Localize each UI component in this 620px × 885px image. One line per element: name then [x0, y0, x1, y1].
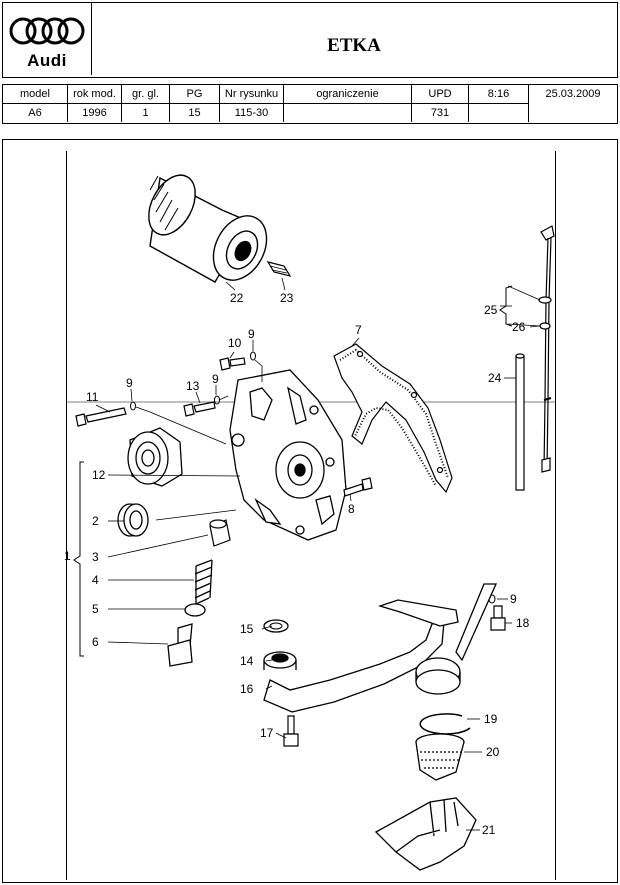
oil-pickup-pipe — [263, 583, 498, 713]
callout-10: 10 — [228, 336, 242, 350]
col-label: rok mod. — [73, 88, 116, 100]
header-panel: Audi ETKA — [2, 2, 618, 78]
col-value: 1996 — [82, 107, 107, 119]
bolt-8 — [343, 477, 373, 497]
time-value: 8:16 — [487, 88, 510, 100]
col-label: UPD — [428, 88, 452, 100]
callout-21: 21 — [482, 823, 496, 837]
col-label: PG — [186, 88, 203, 100]
callout-14: 14 — [240, 654, 254, 668]
callout-3: 3 — [92, 550, 99, 564]
drawing-area — [66, 151, 556, 880]
callout-1: 1 — [64, 549, 71, 563]
callout-25: 25 — [484, 303, 498, 317]
callout-19: 19 — [484, 712, 498, 726]
baffle-plate — [374, 797, 477, 871]
washer — [184, 603, 206, 617]
plug — [209, 519, 231, 547]
callout-23: 23 — [280, 291, 294, 305]
group-bracket-1 — [73, 461, 84, 657]
callout-26: 26 — [512, 320, 526, 334]
callout-22: 22 — [230, 291, 244, 305]
callout-20: 20 — [486, 745, 500, 759]
date-value: 25.03.2009 — [545, 88, 601, 100]
callout-18: 18 — [516, 616, 530, 630]
rotor-gear — [127, 427, 183, 487]
oil-seal — [117, 503, 149, 537]
col-label: Nr rysunku — [224, 88, 279, 100]
dipstick-tube — [515, 353, 525, 491]
brand-logo: Audi — [3, 3, 92, 75]
threaded-stud — [266, 261, 292, 277]
bolt-10 — [219, 357, 246, 371]
callout-4: 4 — [92, 573, 99, 587]
info-table: model A6 rok mod. 1996 gr. gl. 1 PG 15 N… — [2, 84, 618, 124]
callout-16: 16 — [240, 682, 254, 696]
o-ring-15-inner — [269, 622, 283, 630]
col-value: 1 — [142, 107, 149, 119]
callout-9-top: 9 — [248, 327, 255, 341]
gasket — [333, 343, 453, 494]
bolt-18 — [490, 605, 506, 631]
callout-17: 17 — [260, 726, 274, 740]
callout-7: 7 — [355, 323, 362, 337]
callout-12: 12 — [92, 468, 106, 482]
audi-rings-icon — [9, 17, 85, 45]
callout-11: 11 — [86, 390, 99, 404]
callout-9-mid: 9 — [212, 372, 219, 386]
oil-pump-housing — [229, 369, 347, 541]
bolt-13 — [183, 401, 216, 417]
callout-9-left: 9 — [126, 376, 133, 390]
brand-name: Audi — [27, 51, 67, 70]
flange-14 — [263, 651, 297, 670]
callout-5: 5 — [92, 602, 99, 616]
group-bracket-25 — [499, 285, 513, 327]
col-value: 731 — [430, 107, 450, 119]
callout-8: 8 — [348, 502, 355, 516]
callout-13: 13 — [186, 379, 200, 393]
page-title: ETKA — [327, 35, 381, 56]
col-value: 15 — [188, 107, 201, 119]
valve-plunger — [167, 623, 193, 667]
circlip — [419, 713, 471, 735]
callout-15: 15 — [240, 622, 254, 636]
bolt-17 — [283, 715, 299, 747]
oil-strainer — [415, 733, 465, 781]
leader-lines — [95, 277, 541, 831]
callout-9-right: 9 — [510, 592, 517, 606]
info-divider — [3, 103, 529, 104]
col-value: A6 — [28, 107, 42, 119]
bolt-11 — [75, 407, 127, 427]
oil-filter — [148, 174, 268, 283]
col-value: 115-30 — [234, 107, 269, 119]
col-label: model — [20, 88, 50, 100]
col-label: ograniczenie — [316, 88, 379, 100]
drawing-frame — [2, 139, 618, 883]
date-cell: 25.03.2009 — [529, 85, 617, 122]
callout-6: 6 — [92, 635, 99, 649]
col-label: gr. gl. — [132, 88, 159, 100]
col-drawing-number: Nr rysunku 115-30 — [220, 85, 284, 122]
callout-24: 24 — [488, 371, 502, 385]
callout-2: 2 — [92, 514, 99, 528]
dipstick — [538, 225, 555, 473]
spring — [194, 559, 213, 605]
